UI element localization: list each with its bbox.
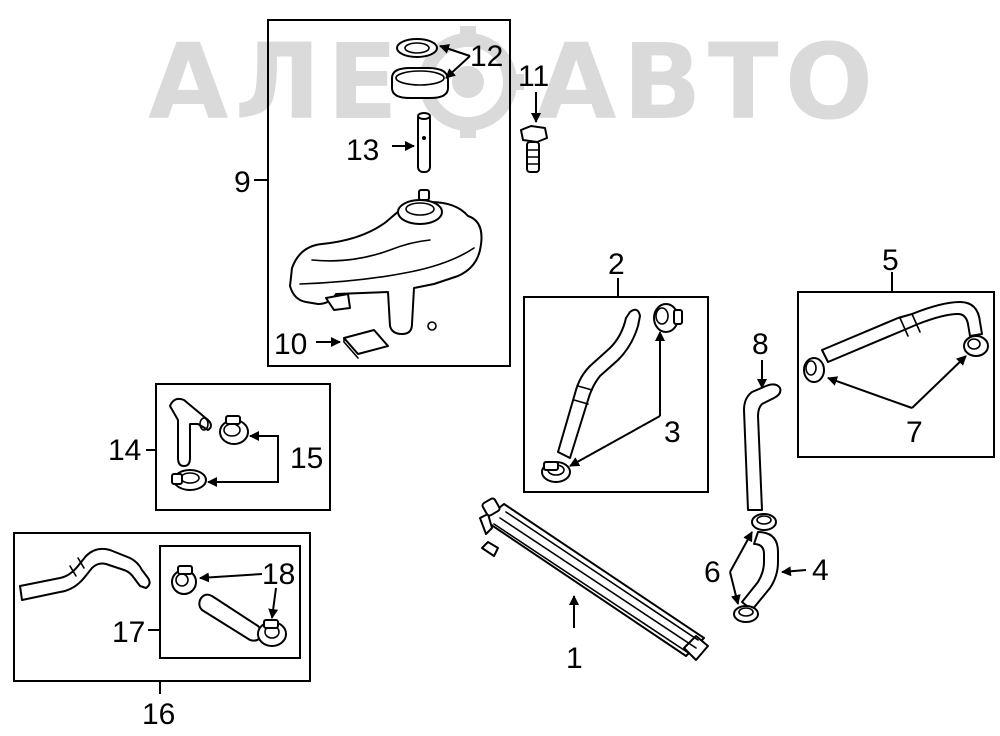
part-3-clamp-bottom [541,461,571,483]
group-box-9 [267,19,511,367]
callout-16: 16 [142,698,175,731]
callout-15: 15 [290,442,323,475]
group-box-14 [155,383,331,511]
callout-2: 2 [608,248,625,281]
part-10-pad [343,329,389,359]
part-18-clamp-bottom [257,619,287,647]
part-4-hose [741,531,779,611]
callout-labels: 1 2 3 4 5 6 7 8 9 10 11 12 13 14 15 16 1… [108,40,923,731]
part-15-clamp-top [219,415,249,445]
callout-12: 12 [470,40,503,73]
part-1-intercooler [479,497,709,661]
callout-8: 8 [752,328,769,361]
callout-6: 6 [704,556,721,589]
group-box-5 [797,291,995,458]
watermark-text-left: АЛЕ [148,21,404,143]
callout-1: 1 [566,642,583,675]
part-3-clamp-top [653,303,683,333]
part-15-clamp-bottom [171,469,207,491]
part-7-clamp-right [963,335,989,357]
group-box-2 [523,296,709,493]
part-6-clamp-bottom [733,605,759,623]
part-12-cap [391,38,449,99]
part-14-tee [169,397,212,467]
callout-18: 18 [262,558,295,591]
part-7-clamp-left [803,357,825,383]
part-2-hose [557,308,641,459]
group-box-17 [159,545,301,659]
watermark: АЛЕ АВТО [148,21,879,143]
part-9-reservoir [289,189,483,335]
callout-3: 3 [664,416,681,449]
part-5-hose [821,301,983,363]
callout-10: 10 [274,328,307,361]
callout-17: 17 [112,616,145,649]
part-11-bolt [520,125,548,173]
callout-11: 11 [518,60,549,93]
watermark-text-right: АВТО [536,21,879,143]
part-13-tube [417,112,431,173]
callout-9: 9 [234,166,251,199]
group-box-16 [13,532,311,682]
callout-5: 5 [882,244,899,277]
part-18-clamp-top [171,565,197,595]
callout-13: 13 [346,134,379,167]
callout-7: 7 [906,416,923,449]
part-17-hose [198,593,263,642]
part-6-clamp-top [751,513,777,531]
callout-14: 14 [108,434,141,467]
part-8-hose [743,383,782,511]
callout-4: 4 [812,554,829,587]
part-16-hose [19,547,151,601]
